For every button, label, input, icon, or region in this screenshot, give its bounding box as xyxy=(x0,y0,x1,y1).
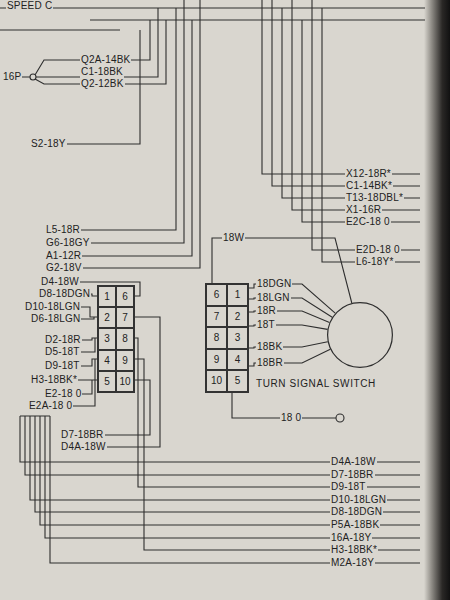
pin-number: 6 xyxy=(116,286,134,307)
wire-label: C1-14BK* xyxy=(345,180,393,192)
wire-label: D8-18DGN xyxy=(330,506,383,518)
pin-number: 5 xyxy=(227,370,248,392)
wire-label: Q2A-14BK xyxy=(80,54,131,66)
wire-label: E2D-18 0 xyxy=(355,244,401,256)
pin-number: 8 xyxy=(116,328,134,349)
wire-code: 18BK xyxy=(256,341,283,353)
pin-number: 2 xyxy=(98,307,116,328)
page-binding-shadow xyxy=(424,0,450,600)
terminal-symbol xyxy=(336,414,344,422)
wire-label: 18 0 xyxy=(280,412,302,424)
pin-number: 2 xyxy=(227,306,248,328)
wire-code: 18BR xyxy=(256,357,284,369)
wire-label: 16A-18Y xyxy=(330,532,372,544)
wire xyxy=(0,0,425,563)
wire-label: T13-18DBL* xyxy=(345,192,404,204)
wire-code: 18R xyxy=(256,305,277,317)
wire-label: L6-18Y* xyxy=(355,256,395,268)
wire-label: SPEED C xyxy=(6,0,53,12)
pin-number: 4 xyxy=(98,350,116,371)
pin-number: 6 xyxy=(206,284,227,306)
wire-label: D7-18BR xyxy=(60,429,105,441)
pin-number: 3 xyxy=(98,328,116,349)
pin-number: 10 xyxy=(116,371,134,392)
pin-number: 1 xyxy=(227,284,248,306)
wire-label: H3-18BK* xyxy=(330,544,378,556)
connector-block: 61728394105 xyxy=(205,283,249,393)
wire-label: G6-18GY xyxy=(45,237,91,249)
wire-code: 18LGN xyxy=(256,292,291,304)
splice-junction xyxy=(30,74,36,80)
wire-label: X1-16R xyxy=(345,204,382,216)
wire-label: P5A-18BK xyxy=(330,519,380,531)
wire-label: D10-18LGN xyxy=(330,494,387,506)
wire-label: D8-18DGN xyxy=(38,288,91,300)
connector-block: 16273849510 xyxy=(97,285,135,393)
wire-label: D5-18T xyxy=(44,346,81,358)
wire-label: D4A-18W xyxy=(60,441,107,453)
wire-label: Q2-12BK xyxy=(80,78,125,90)
pin-number: 1 xyxy=(98,286,116,307)
switch-circle xyxy=(328,303,393,368)
pin-number: 10 xyxy=(206,370,227,392)
wire-label: A1-12R xyxy=(45,250,82,262)
wire-label: E2-18 0 xyxy=(44,388,82,400)
wire-code: 18DGN xyxy=(256,278,292,290)
wire-label: X12-18R* xyxy=(345,168,392,180)
switch-symbol: TURN SIGNAL SWITCH xyxy=(327,302,393,368)
wire-label: L5-18R xyxy=(45,224,81,236)
wire-label: D4A-18W xyxy=(330,456,377,468)
pin-number: 9 xyxy=(116,350,134,371)
component-name: TURN SIGNAL SWITCH xyxy=(255,378,377,390)
wire-code: 18T xyxy=(256,319,276,331)
wire-label: H3-18BK* xyxy=(30,374,78,386)
wire-label: 16P xyxy=(2,71,22,83)
wire-code: 18W xyxy=(222,232,245,244)
wire-label: S2-18Y xyxy=(30,138,67,150)
wire-label: D9-18T xyxy=(44,360,81,372)
wire-label: E2C-18 0 xyxy=(345,216,391,228)
wire-label: D2-18R xyxy=(44,334,82,346)
wire-label: M2A-18Y xyxy=(330,557,375,569)
wire-label: D6-18LGN xyxy=(30,313,81,325)
wire-label: D7-18BR xyxy=(330,469,375,481)
wire-label: D10-18LGN xyxy=(24,301,81,313)
wire-label: E2A-18 0 xyxy=(28,400,73,412)
pin-number: 4 xyxy=(227,349,248,371)
wire-label: C1-18BK xyxy=(80,66,124,78)
wire-label: G2-18V xyxy=(45,262,83,274)
pin-number: 7 xyxy=(116,307,134,328)
wire-label: D4-18W xyxy=(40,276,80,288)
wire-label: D9-18T xyxy=(330,481,367,493)
pin-number: 3 xyxy=(227,327,248,349)
pin-number: 9 xyxy=(206,349,227,371)
switch-outline xyxy=(327,302,393,368)
pin-number: 5 xyxy=(98,371,116,392)
pin-number: 7 xyxy=(206,306,227,328)
pin-number: 8 xyxy=(206,327,227,349)
